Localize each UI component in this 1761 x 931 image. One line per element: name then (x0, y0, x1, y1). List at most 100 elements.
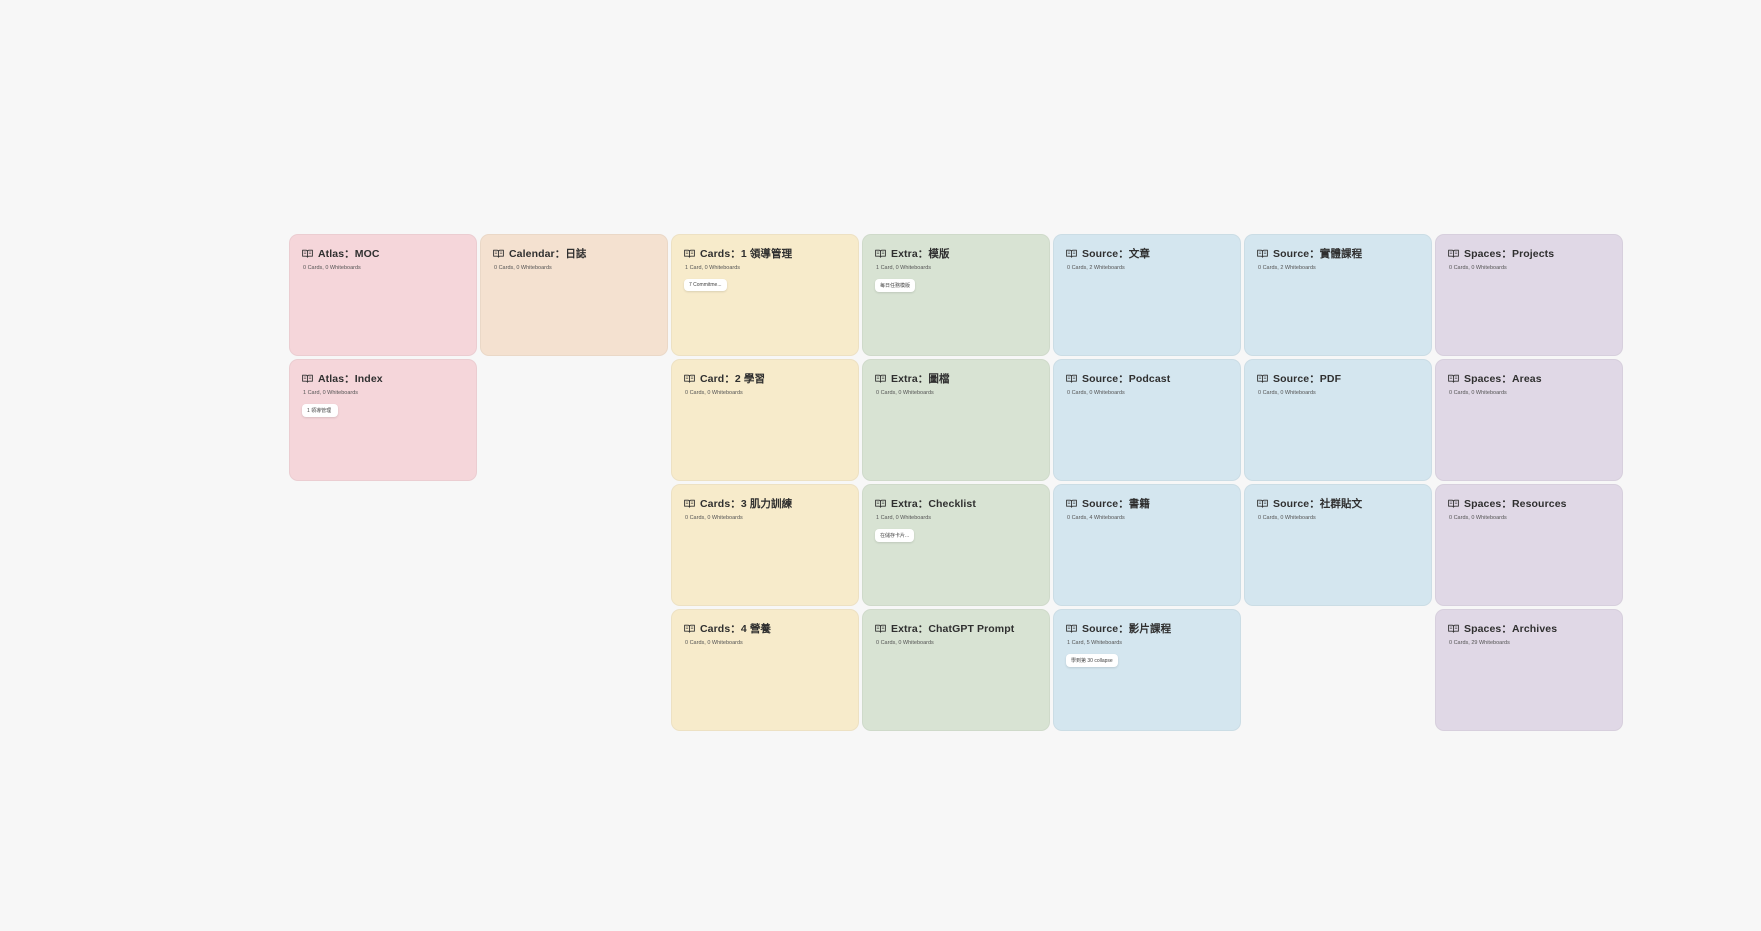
card-header: Spaces：Projects (1448, 246, 1610, 261)
book-open-icon (1257, 374, 1268, 383)
card-title[interactable]: Extra：ChatGPT Prompt (891, 623, 1015, 635)
card-title[interactable]: Source：影片課程 (1082, 623, 1172, 635)
card-header: Calendar：日誌 (493, 246, 655, 261)
collection-card-source-course[interactable]: Source：實體課程 0 Cards, 2 Whiteboards (1244, 234, 1432, 356)
card-count-label: 0 Cards, 2 Whiteboards (1258, 265, 1316, 271)
card-header: Spaces：Archives (1448, 621, 1610, 636)
card-title[interactable]: Source：Podcast (1082, 373, 1171, 385)
card-title[interactable]: Extra：Checklist (891, 498, 976, 510)
card-preview-chip[interactable]: 學到第 30 collapse (1066, 654, 1118, 667)
collection-card-spaces-areas[interactable]: Spaces：Areas 0 Cards, 0 Whiteboards (1435, 359, 1623, 481)
collection-card-source-social[interactable]: Source：社群貼文 0 Cards, 0 Whiteboards (1244, 484, 1432, 606)
collection-card-card-2[interactable]: Card：2 學習 0 Cards, 0 Whiteboards (671, 359, 859, 481)
card-title[interactable]: Extra：圖檔 (891, 373, 950, 385)
card-count-label: 0 Cards, 2 Whiteboards (1067, 265, 1125, 271)
book-open-icon (684, 499, 695, 508)
card-header: Cards：1 領導管理 (684, 246, 846, 261)
card-header: Extra：ChatGPT Prompt (875, 621, 1037, 636)
book-open-icon (1448, 624, 1459, 633)
card-preview-chip[interactable]: 7 Commitme... (684, 279, 727, 291)
book-open-icon (1066, 374, 1077, 383)
card-title[interactable]: Extra：模版 (891, 248, 950, 260)
collection-card-spaces-archives[interactable]: Spaces：Archives 0 Cards, 29 Whiteboards (1435, 609, 1623, 731)
card-title[interactable]: Atlas：Index (318, 373, 383, 385)
card-title[interactable]: Spaces：Projects (1464, 248, 1555, 260)
card-count-label: 0 Cards, 0 Whiteboards (1258, 515, 1316, 521)
collection-card-cards-1[interactable]: Cards：1 領導管理 1 Card, 0 Whiteboards 7 Commi… (671, 234, 859, 356)
card-count-label: 0 Cards, 0 Whiteboards (1449, 515, 1507, 521)
card-title[interactable]: Source：書籍 (1082, 498, 1150, 510)
card-count-label: 1 Card, 0 Whiteboards (685, 265, 741, 271)
card-count-label: 0 Cards, 29 Whiteboards (1449, 640, 1510, 646)
book-open-icon (1066, 249, 1077, 258)
book-open-icon (302, 374, 313, 383)
card-title[interactable]: Spaces：Archives (1464, 623, 1558, 635)
collection-card-atlas-index[interactable]: Atlas：Index 1 Card, 0 Whiteboards 1 領導管理 (289, 359, 477, 481)
book-open-icon (1448, 374, 1459, 383)
card-header: Atlas：Index (302, 371, 464, 386)
card-header: Extra：圖檔 (875, 371, 1037, 386)
card-header: Atlas：MOC (302, 246, 464, 261)
card-count-label: 0 Cards, 0 Whiteboards (876, 390, 934, 396)
card-preview-chip[interactable]: 每日任務模版 (875, 279, 916, 292)
collection-card-atlas-moc[interactable]: Atlas：MOC 0 Cards, 0 Whiteboards (289, 234, 477, 356)
collection-card-spaces-resources[interactable]: Spaces：Resources 0 Cards, 0 Whiteboards (1435, 484, 1623, 606)
card-title[interactable]: Cards：3 肌力訓練 (700, 498, 793, 510)
card-title[interactable]: Spaces：Areas (1464, 373, 1542, 385)
card-title[interactable]: Cards：1 領導管理 (700, 248, 793, 260)
card-title[interactable]: Card：2 學習 (700, 373, 766, 385)
card-header: Spaces：Areas (1448, 371, 1610, 386)
card-preview-chip[interactable]: 在儲存卡片... (875, 529, 915, 542)
card-count-label: 1 Card, 0 Whiteboards (303, 390, 359, 396)
card-header: Source：Podcast (1066, 371, 1228, 386)
book-open-icon (302, 249, 313, 258)
card-count-label: 0 Cards, 0 Whiteboards (1449, 390, 1507, 396)
card-header: Cards：4 營養 (684, 621, 846, 636)
collection-card-extra-checklist[interactable]: Extra：Checklist 1 Card, 0 Whiteboards 在儲存卡… (862, 484, 1050, 606)
collection-card-cards-4[interactable]: Cards：4 營養 0 Cards, 0 Whiteboards (671, 609, 859, 731)
card-header: Spaces：Resources (1448, 496, 1610, 511)
book-open-icon (875, 624, 886, 633)
book-open-icon (875, 249, 886, 258)
card-count-label: 0 Cards, 4 Whiteboards (1067, 515, 1125, 521)
collection-card-extra-files[interactable]: Extra：圖檔 0 Cards, 0 Whiteboards (862, 359, 1050, 481)
card-title[interactable]: Atlas：MOC (318, 248, 380, 260)
card-count-label: 0 Cards, 0 Whiteboards (1067, 390, 1125, 396)
card-header: Cards：3 肌力訓練 (684, 496, 846, 511)
book-open-icon (1448, 499, 1459, 508)
book-open-icon (1066, 499, 1077, 508)
card-header: Source：書籍 (1066, 496, 1228, 511)
book-open-icon (1066, 624, 1077, 633)
card-title[interactable]: Cards：4 營養 (700, 623, 772, 635)
card-count-label: 0 Cards, 0 Whiteboards (685, 640, 743, 646)
collection-card-source-podcast[interactable]: Source：Podcast 0 Cards, 0 Whiteboards (1053, 359, 1241, 481)
card-title[interactable]: Source：PDF (1273, 373, 1342, 385)
card-count-label: 0 Cards, 0 Whiteboards (685, 390, 743, 396)
collection-card-source-article[interactable]: Source：文章 0 Cards, 2 Whiteboards (1053, 234, 1241, 356)
card-title[interactable]: Source：社群貼文 (1273, 498, 1363, 510)
card-header: Source：實體課程 (1257, 246, 1419, 261)
card-header: Source：PDF (1257, 371, 1419, 386)
card-title[interactable]: Source：實體課程 (1273, 248, 1363, 260)
card-preview-chip[interactable]: 1 領導管理 (302, 404, 338, 417)
card-title[interactable]: Source：文章 (1082, 248, 1150, 260)
card-title[interactable]: Calendar：日誌 (509, 248, 587, 260)
collection-card-extra-chatgpt[interactable]: Extra：ChatGPT Prompt 0 Cards, 0 Whiteboar… (862, 609, 1050, 731)
card-title[interactable]: Spaces：Resources (1464, 498, 1567, 510)
card-header: Source：社群貼文 (1257, 496, 1419, 511)
book-open-icon (1257, 249, 1268, 258)
book-open-icon (1257, 499, 1268, 508)
card-header: Extra：模版 (875, 246, 1037, 261)
card-count-label: 1 Card, 0 Whiteboards (876, 515, 932, 521)
card-count-label: 0 Cards, 0 Whiteboards (876, 640, 934, 646)
card-count-label: 0 Cards, 0 Whiteboards (303, 265, 361, 271)
card-header: Source：文章 (1066, 246, 1228, 261)
collection-card-source-books[interactable]: Source：書籍 0 Cards, 4 Whiteboards (1053, 484, 1241, 606)
